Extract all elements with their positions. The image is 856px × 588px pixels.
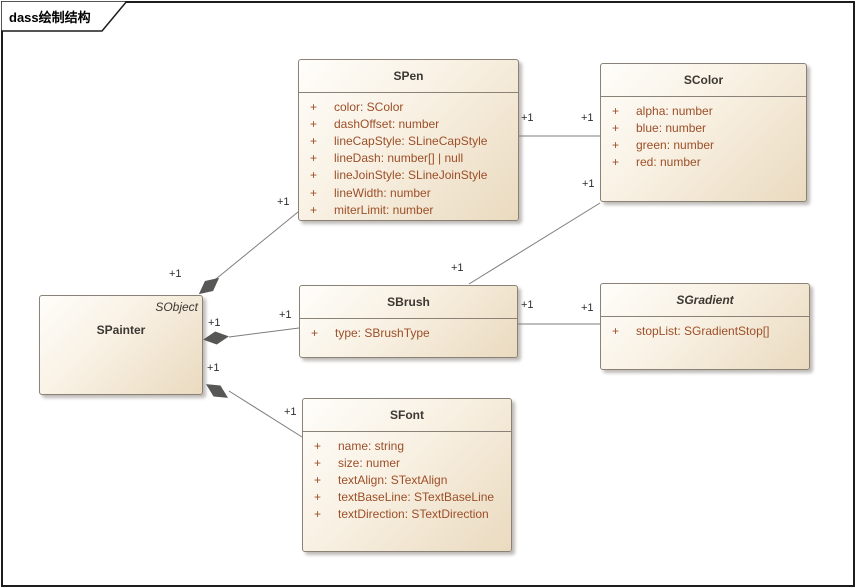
- multiplicity-label: +1: [581, 112, 594, 124]
- class-spainter[interactable]: SObject SPainter: [39, 295, 203, 395]
- class-attribute-list: +name: string +size: numer +textAlign: S…: [303, 432, 511, 523]
- multiplicity-label: +1: [207, 362, 220, 374]
- class-attribute: +textDirection: STextDirection: [314, 507, 489, 522]
- multiplicity-label: +1: [581, 302, 594, 314]
- multiplicity-label: +1: [451, 262, 464, 274]
- multiplicity-label: +1: [582, 178, 595, 190]
- class-attribute: +size: numer: [314, 455, 401, 470]
- class-spen[interactable]: SPen +color: SColor +dashOffset: number …: [298, 59, 519, 221]
- multiplicity-label: +1: [208, 317, 221, 329]
- class-title: SPen: [299, 60, 518, 93]
- class-attribute: +lineDash: number[] | null: [310, 151, 464, 166]
- class-attribute: +lineWidth: number: [310, 185, 431, 200]
- class-attribute: +lineJoinStyle: SLineJoinStyle: [310, 168, 488, 183]
- frame-tab-shape: [1, 1, 128, 32]
- frame-title: dass绘制结构: [9, 10, 91, 25]
- class-title: SFont: [303, 399, 511, 432]
- multiplicity-label: +1: [279, 309, 292, 321]
- class-attribute: +name: string: [314, 438, 405, 453]
- class-attribute-list: +type: SBrushType: [300, 319, 517, 341]
- multiplicity-label: +1: [277, 196, 290, 208]
- class-title: SColor: [601, 64, 806, 97]
- class-attribute: +textBaseLine: STextBaseLine: [314, 490, 495, 505]
- class-sbrush[interactable]: SBrush +type: SBrushType: [299, 285, 518, 358]
- frame-title-tab: dass绘制结构: [1, 1, 131, 33]
- multiplicity-label: +1: [169, 268, 182, 280]
- class-attribute: +red: number: [612, 155, 701, 170]
- class-sgradient[interactable]: SGradient +stopList: SGradientStop[]: [600, 283, 810, 370]
- class-attribute: +alpha: number: [612, 103, 713, 118]
- class-title: SPainter: [96, 323, 146, 337]
- class-attribute: +textAlign: STextAlign: [314, 472, 448, 487]
- class-attribute: +green: number: [612, 137, 715, 152]
- class-attribute-list: +stopList: SGradientStop[]: [601, 317, 809, 339]
- class-attribute-list: +alpha: number +blue: number +green: num…: [601, 97, 806, 171]
- class-title: SGradient: [601, 284, 809, 317]
- class-title: SBrush: [300, 286, 517, 319]
- class-attribute: +blue: number: [612, 120, 707, 135]
- class-sfont[interactable]: SFont +name: string +size: numer +textAl…: [302, 398, 512, 552]
- multiplicity-label: +1: [521, 112, 534, 124]
- class-attribute: +color: SColor: [310, 99, 404, 114]
- multiplicity-label: +1: [284, 406, 297, 418]
- class-attribute: +type: SBrushType: [311, 325, 430, 340]
- class-scolor[interactable]: SColor +alpha: number +blue: number +gre…: [600, 63, 807, 202]
- frame-tab-pentagon: [1, 1, 128, 32]
- class-attribute: +stopList: SGradientStop[]: [612, 323, 770, 338]
- class-attribute: +dashOffset: number: [310, 116, 440, 131]
- class-attribute: +lineCapStyle: SLineCapStyle: [310, 133, 488, 148]
- multiplicity-label: +1: [521, 299, 534, 311]
- class-attribute: +miterLimit: number: [310, 202, 434, 217]
- class-attribute-list: +color: SColor +dashOffset: number +line…: [299, 93, 518, 218]
- class-stereotype: SObject: [155, 300, 198, 314]
